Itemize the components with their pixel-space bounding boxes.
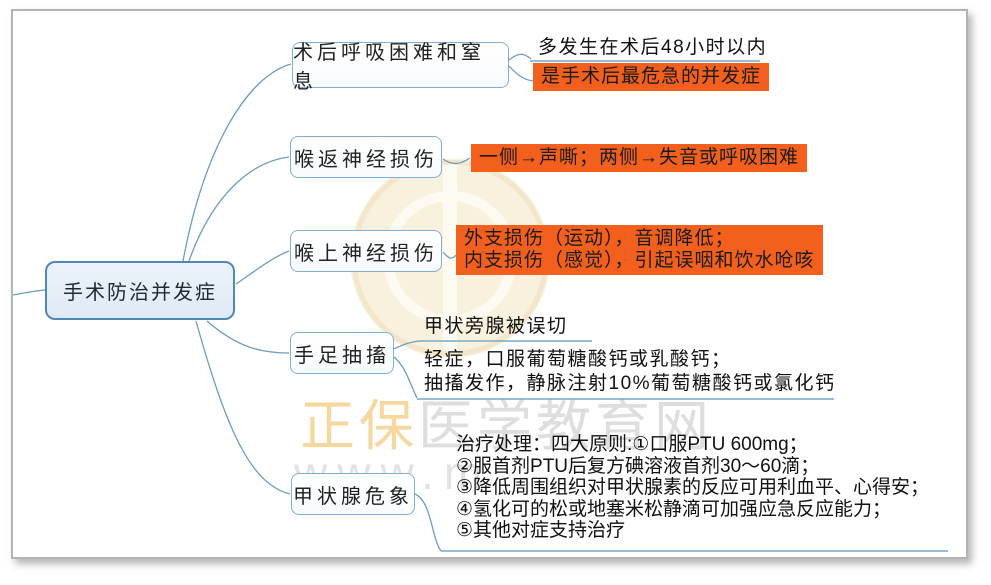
branch-node-label: 喉返神经损伤 <box>294 148 438 171</box>
branch-node-label: 术后呼吸困难和窒息 <box>293 42 485 93</box>
branch-node-tetany[interactable]: 手足抽搐 <box>290 332 394 374</box>
branch-node-thyroid-storm[interactable]: 甲状腺危象 <box>291 473 415 515</box>
branch-node-label: 喉上神经损伤 <box>294 242 438 265</box>
child-note-storm-treatment-principles[interactable]: 治疗处理：四大原则:①口服PTU 600mg； ②服首剂PTU后复方碘溶液首剂3… <box>456 434 930 542</box>
child-note-calcium-treatment[interactable]: 轻症，口服葡萄糖酸钙或乳酸钙； 抽搐发作，静脉注射10%葡萄糖酸钙或氯化钙 <box>424 349 836 394</box>
root-node-label: 手术防治并发症 <box>63 282 217 304</box>
branch-node-recurrent-laryngeal-nerve[interactable]: 喉返神经损伤 <box>290 136 442 178</box>
child-note-parathyroid-removed[interactable]: 甲状旁腺被误切 <box>424 316 568 337</box>
branch-node-postop-dyspnea[interactable]: 术后呼吸困难和窒息 <box>292 42 509 93</box>
child-note-unilateral-bilateral[interactable]: 一侧→声嘶；两侧→失音或呼吸困难 <box>471 144 808 172</box>
root-node[interactable]: 手术防治并发症 <box>45 261 235 320</box>
branch-node-label: 甲状腺危象 <box>293 485 413 508</box>
child-note-onset-time[interactable]: 多发生在术后48小时以内 <box>538 37 768 58</box>
child-note-external-internal-branch[interactable]: 外支损伤（运动），音调降低； 内支损伤（感觉），引起误咽和饮水呛咳 <box>456 225 823 275</box>
branch-node-superior-laryngeal-nerve[interactable]: 喉上神经损伤 <box>290 230 442 272</box>
branch-node-label: 手足抽搐 <box>294 344 390 367</box>
child-note-most-critical[interactable]: 是手术后最危急的并发症 <box>533 63 770 91</box>
